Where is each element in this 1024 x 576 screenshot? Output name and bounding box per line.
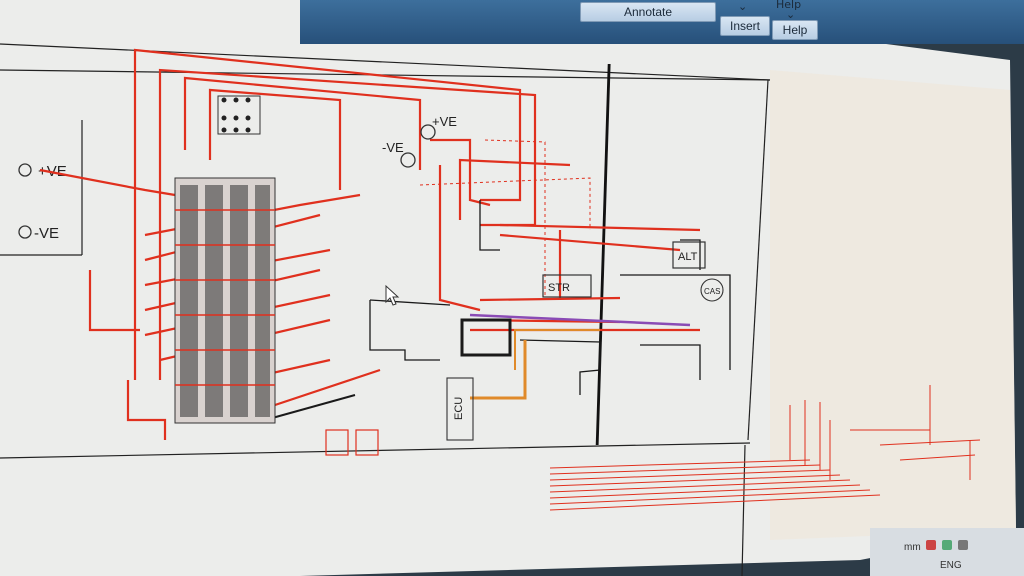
- neg-terminal-icon: [18, 225, 32, 239]
- tray-icon-2[interactable]: [942, 540, 952, 550]
- drawing-sheet-shade: [770, 70, 1016, 540]
- dashed-lines: [419, 139, 591, 300]
- starter-label: STR: [548, 282, 570, 294]
- top-pos-terminal-icon: [420, 124, 436, 140]
- alternator-component: ALT: [672, 241, 706, 269]
- orange-wire: [470, 340, 527, 400]
- tray-icon-3[interactable]: [958, 540, 968, 550]
- cas-component: CAS: [700, 278, 724, 302]
- top-neg-label: -VE: [382, 140, 404, 155]
- annotate-tab[interactable]: Annotate: [580, 2, 716, 22]
- cas-label: CAS: [704, 287, 720, 296]
- alternator-label: ALT: [678, 251, 698, 263]
- insert-tab[interactable]: Insert: [720, 16, 770, 36]
- insert-chevron-down-icon[interactable]: ⌄: [738, 0, 748, 13]
- top-pos-label: +VE: [432, 114, 457, 129]
- tray-icon[interactable]: [926, 540, 936, 550]
- left-neg-label: -VE: [34, 225, 59, 242]
- purple-wire: [469, 313, 691, 327]
- relay-cluster-top: [217, 95, 261, 135]
- ecu-component: ECU: [446, 377, 474, 441]
- language-indicator[interactable]: ENG: [940, 560, 962, 571]
- help-chevron-down-icon[interactable]: ⌄: [786, 8, 796, 21]
- fuse-relay-block: [174, 177, 276, 424]
- mouse-cursor-icon: [385, 284, 400, 306]
- starter-component: STR: [542, 274, 592, 298]
- top-neg-terminal-icon: [400, 152, 416, 168]
- units-indicator[interactable]: mm: [904, 542, 921, 553]
- help-tab[interactable]: Help: [772, 20, 818, 40]
- status-bar: mm ENG: [870, 528, 1024, 576]
- bottom-connectors: [325, 429, 379, 456]
- help-top-label: Help: [776, 0, 802, 11]
- thick-divider: [595, 63, 611, 446]
- harness-lines: [549, 385, 981, 511]
- orange-wire-2: [514, 329, 600, 370]
- pos-terminal-icon: [18, 163, 32, 177]
- ecu-label: ECU: [453, 397, 465, 420]
- ribbon-toolbar: Annotate Insert Help ⌄ Help ⌄: [300, 0, 1024, 44]
- black-wiring: [264, 200, 731, 421]
